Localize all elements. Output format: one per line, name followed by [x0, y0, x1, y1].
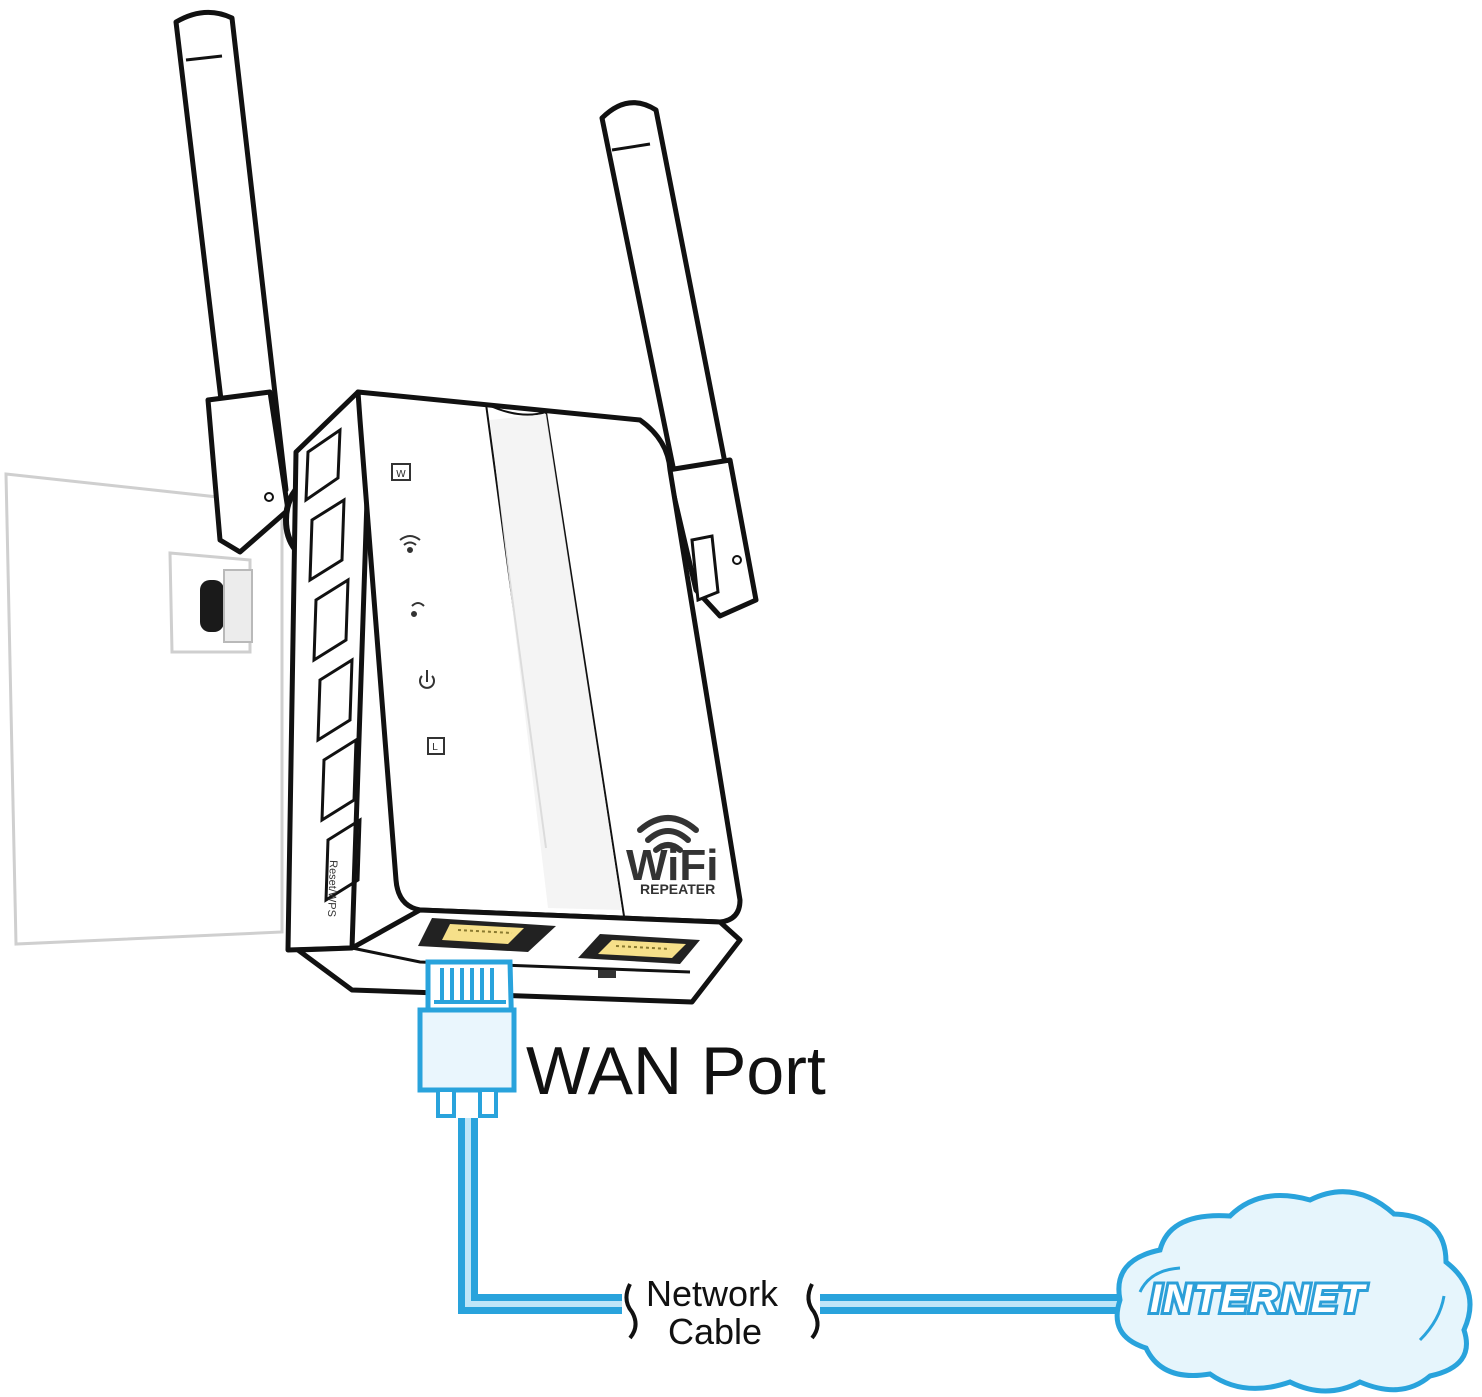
- svg-text:L: L: [432, 742, 438, 753]
- wifi-repeater-logo: WiFi REPEATER: [626, 815, 718, 897]
- rj45-connector: [417, 959, 517, 1118]
- lan-ethernet-port: [578, 934, 700, 964]
- wan-ethernet-port: [418, 918, 556, 952]
- power-icon: [419, 670, 435, 689]
- network-cable-label-line2: Cable: [668, 1311, 762, 1352]
- svg-text:W: W: [396, 469, 406, 480]
- lan-box-icon: L: [427, 737, 445, 755]
- repeater-logo-text: REPEATER: [640, 881, 715, 897]
- w-box-icon: W: [391, 463, 411, 481]
- network-cable-label-line1: Network: [646, 1273, 779, 1314]
- reset-wps-label: Reset/WPS: [325, 860, 339, 917]
- internet-label: INTERNET: [1150, 1277, 1368, 1321]
- antenna-right: [599, 100, 759, 619]
- wifi-signal-icon: [399, 535, 421, 553]
- network-cable: [458, 1118, 1120, 1340]
- wifi-repeater-device: Reset/WPS W L: [285, 389, 743, 1005]
- led-indicators: W L: [391, 463, 445, 755]
- status-led-bottom: [598, 970, 616, 978]
- wan-port-label: WAN Port: [526, 1033, 826, 1109]
- wifi-small-icon: [411, 602, 425, 617]
- power-plug: [223, 569, 253, 643]
- wall-outlet: [4, 472, 284, 946]
- wifi-logo-text: WiFi: [626, 841, 718, 890]
- wifi-logo-icon: [637, 815, 699, 853]
- outlet-plug-slot: [200, 580, 224, 632]
- internet-cloud: INTERNET: [1114, 1189, 1473, 1394]
